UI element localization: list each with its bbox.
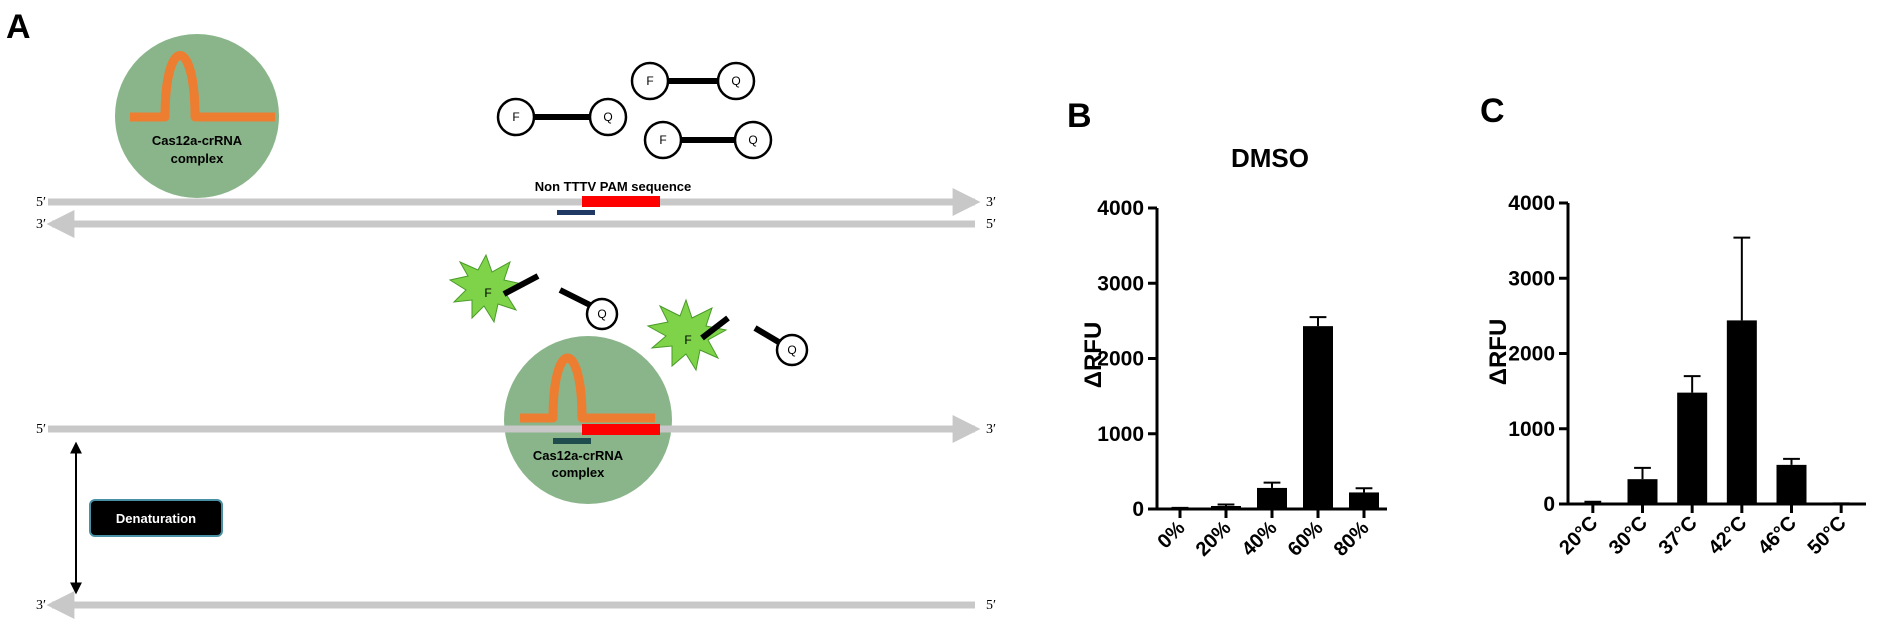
y-tick-label: 1000 (1097, 423, 1144, 446)
bar (1349, 492, 1379, 509)
panel-a-letter: A (6, 8, 31, 46)
panel-b-letter: B (1067, 97, 1092, 135)
quencher-letter: Q (748, 133, 757, 147)
y-tick-label: 2000 (1508, 343, 1555, 366)
fluorophore-circle (630, 61, 670, 101)
cleaved-reporter-2: F Q (646, 298, 809, 372)
complex-label-line2: complex (552, 465, 606, 480)
x-tick-label: 20°C (1555, 512, 1602, 559)
bar (1726, 320, 1757, 504)
quencher-letter: Q (597, 307, 606, 321)
primer-bar (557, 210, 595, 215)
y-tick-label: 0 (1132, 498, 1144, 521)
x-tick-label: 42°C (1704, 512, 1751, 559)
complex-label-line2: complex (171, 151, 225, 166)
pam-label: Non TTTV PAM sequence (535, 179, 692, 194)
strand-end-label: 3′ (36, 217, 46, 232)
quencher-letter: Q (731, 74, 740, 88)
reporter-intact-3: F Q (643, 120, 773, 160)
panel-c-letter: C (1480, 92, 1505, 130)
crrna-hairpin (130, 51, 275, 122)
strand-end-label: 3′ (986, 422, 996, 437)
y-axis-label: ΔRFU (1080, 322, 1107, 389)
reporter-intact-2: F Q (630, 61, 756, 101)
bar (1303, 326, 1333, 509)
y-axis-label: ΔRFU (1485, 319, 1512, 386)
complex-label-line1: Cas12a-crRNA (152, 133, 243, 148)
fluorophore-circle (496, 97, 536, 137)
panel-b-chart: B DMSO ΔRFU 0 1000 2000 3000 4000 0%20%40%60%… (1067, 97, 1387, 561)
y-tick-label: 3000 (1097, 272, 1144, 295)
quencher-circle (716, 61, 756, 101)
bar-chart-b: 0 1000 2000 3000 4000 0%20%40%60%80% (1097, 197, 1387, 561)
bar (1627, 479, 1658, 504)
x-tick-label: 46°C (1754, 512, 1801, 559)
quencher-circle (775, 333, 809, 367)
fluorophore-circle (643, 120, 683, 160)
x-tick-label: 30°C (1605, 512, 1652, 559)
fluorophore-letter: F (484, 286, 491, 300)
strand-end-label: 5′ (36, 195, 46, 210)
fluorophore-letter: F (684, 333, 691, 347)
reporter-intact-1: F Q (496, 97, 628, 137)
quencher-letter: Q (603, 110, 612, 124)
separated-strand: 3′ 5′ (36, 591, 996, 619)
x-tick-label: 80% (1330, 517, 1374, 561)
panel-a-diagram: A Cas12a-crRNA complex F Q F Q F (6, 8, 996, 619)
fluorophore-letter: F (646, 74, 653, 88)
strand-end-label: 5′ (36, 422, 46, 437)
y-tick-label: 1000 (1508, 418, 1555, 441)
strand-end-label: 3′ (36, 598, 46, 613)
y-tick-label: 2000 (1097, 348, 1144, 371)
bar (1577, 502, 1608, 504)
bar (1257, 487, 1287, 509)
y-tick-label: 4000 (1508, 192, 1555, 215)
strand-end-label: 5′ (986, 217, 996, 232)
lower-cas12a-complex: 5′ 3′ Cas12a-crRNA complex (36, 336, 996, 504)
denaturation-indicator: Denaturation (70, 441, 223, 595)
strand-end-label: 5′ (986, 598, 996, 613)
bar (1776, 464, 1807, 504)
y-tick-label: 3000 (1508, 267, 1555, 290)
chart-title: DMSO (1231, 143, 1309, 173)
crrna-hairpin (520, 353, 655, 423)
pam-sequence (582, 424, 660, 435)
complex-label-line1: Cas12a-crRNA (533, 448, 624, 463)
x-tick-label: 37°C (1655, 512, 1702, 559)
y-tick-label: 4000 (1097, 197, 1144, 220)
upper-dna-duplex: Non TTTV PAM sequence 5′ 3′ 3′ 5′ (36, 179, 996, 238)
bar (1211, 505, 1241, 509)
fluorescence-burst (448, 253, 524, 324)
pam-sequence (582, 196, 660, 207)
bar (1677, 392, 1708, 504)
quencher-circle (585, 297, 619, 331)
primer-bar (553, 438, 591, 444)
fluorescence-burst (646, 298, 728, 372)
y-tick-label: 0 (1543, 493, 1555, 516)
quencher-circle (733, 120, 773, 160)
x-tick-label: 60% (1284, 517, 1328, 561)
denaturation-box (89, 499, 223, 537)
denaturation-label: Denaturation (116, 511, 196, 526)
top-cas12a-complex: Cas12a-crRNA complex (115, 34, 279, 198)
quencher-circle (588, 97, 628, 137)
x-tick-label: 50°C (1804, 512, 1851, 559)
strand-end-label: 3′ (986, 195, 996, 210)
x-tick-label: 20% (1192, 517, 1236, 561)
fluorophore-letter: F (659, 133, 666, 147)
fluorophore-letter: F (512, 110, 519, 124)
x-tick-label: 0% (1154, 517, 1190, 553)
quencher-letter: Q (787, 343, 796, 357)
cleaved-reporter-1: F Q (448, 253, 619, 331)
x-tick-label: 40% (1238, 517, 1282, 561)
